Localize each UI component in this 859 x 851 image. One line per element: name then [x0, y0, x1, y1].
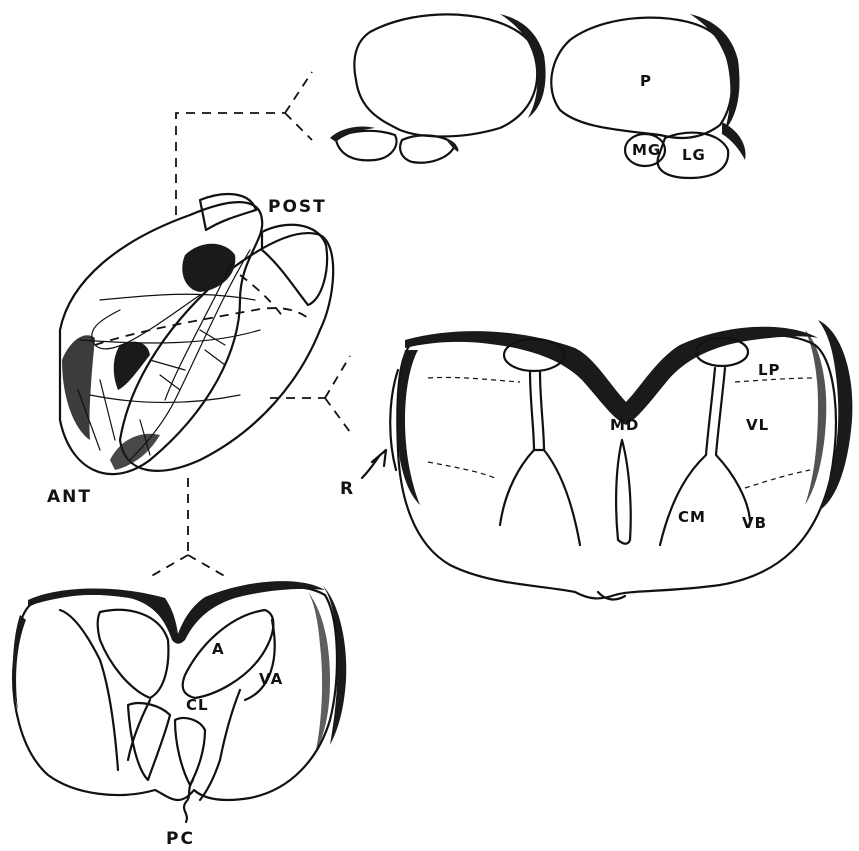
- label-p: P: [640, 72, 652, 90]
- label-r: R: [340, 479, 355, 499]
- label-cm: CM: [678, 508, 706, 526]
- posterior-section: P MG LG: [330, 14, 746, 178]
- thalamus-3d: [60, 194, 333, 474]
- anterior-section: [13, 581, 346, 822]
- label-md: MD: [610, 416, 639, 434]
- label-mg: MG: [632, 141, 661, 159]
- label-lg: LG: [682, 146, 706, 164]
- label-a: A: [212, 640, 225, 658]
- leader-bottom: [148, 478, 228, 578]
- label-vb: VB: [742, 514, 767, 532]
- label-ant: ANT: [47, 487, 92, 507]
- label-va: VA: [259, 670, 283, 688]
- r-arrow: [362, 450, 386, 478]
- middle-section: [390, 320, 852, 599]
- label-lp: LP: [758, 361, 781, 379]
- label-pc: PC: [166, 829, 195, 849]
- label-cl: CL: [186, 696, 209, 714]
- label-vl: VL: [746, 416, 769, 434]
- leader-top: [176, 72, 312, 215]
- label-post: POST: [268, 197, 327, 217]
